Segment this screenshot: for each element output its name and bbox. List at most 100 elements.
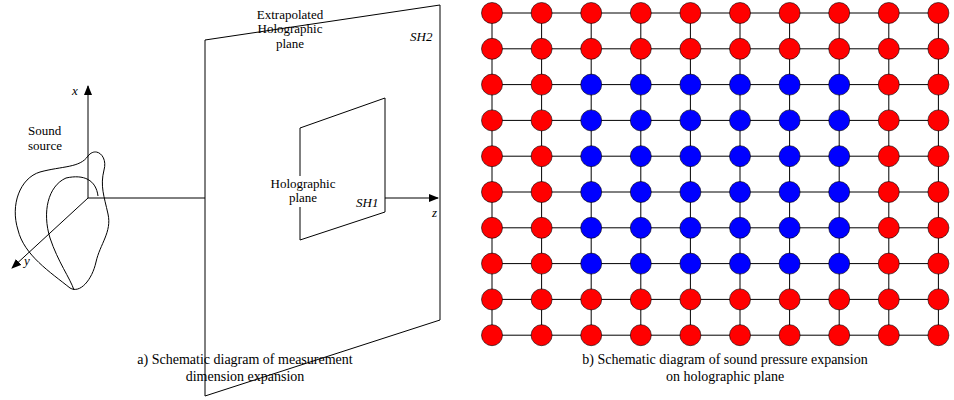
grid-line: [591, 13, 592, 335]
extrapolated-point: [878, 3, 899, 24]
measured-point: [630, 253, 651, 274]
extrapolated-point: [482, 289, 503, 310]
extrapolated-point: [928, 74, 949, 95]
extrapolated-point: [730, 325, 751, 346]
extrapolated-point: [878, 146, 899, 167]
grid-line: [888, 13, 889, 335]
extrapolated-point: [878, 217, 899, 238]
measured-point: [829, 74, 850, 95]
measured-point: [630, 146, 651, 167]
measured-point: [581, 146, 602, 167]
measured-point: [730, 253, 751, 274]
measured-point: [680, 146, 701, 167]
grid-line: [640, 13, 641, 335]
extrapolated-point: [531, 289, 552, 310]
extrapolated-point: [779, 3, 800, 24]
caption: a) Schematic diagram of measurement dime…: [110, 352, 380, 386]
measured-point: [829, 182, 850, 203]
extrapolated-point: [878, 74, 899, 95]
extrapolated-point: [581, 38, 602, 59]
grid-line: [492, 120, 938, 121]
extrapolated-point: [878, 253, 899, 274]
measured-point: [581, 74, 602, 95]
extrapolated-point: [581, 289, 602, 310]
plane-outline: [300, 98, 386, 241]
extrapolated-point: [680, 289, 701, 310]
plane-label: Extrapolated Holographic plane: [250, 8, 330, 51]
extrapolated-point: [531, 253, 552, 274]
extrapolated-point: [482, 253, 503, 274]
measured-point: [581, 182, 602, 203]
extrapolated-point: [730, 3, 751, 24]
measured-point: [779, 217, 800, 238]
extrapolated-point: [680, 3, 701, 24]
measured-point: [680, 110, 701, 131]
sound-source-contour: [47, 178, 74, 290]
grid-line: [690, 13, 691, 335]
measured-point: [630, 110, 651, 131]
grid-line: [492, 263, 938, 264]
extrapolated-point: [878, 110, 899, 131]
extrapolated-point: [779, 38, 800, 59]
grid-line: [789, 13, 790, 335]
grid-line: [492, 227, 938, 228]
extrapolated-point: [829, 38, 850, 59]
x-axis: [88, 86, 89, 198]
extrapolated-point: [928, 325, 949, 346]
extrapolated-point: [928, 3, 949, 24]
measured-point: [680, 182, 701, 203]
extrapolated-point: [531, 182, 552, 203]
extrapolated-point: [928, 110, 949, 131]
measured-point: [630, 217, 651, 238]
grid-line: [492, 13, 938, 14]
grid-line: [492, 13, 493, 335]
extrapolated-point: [829, 325, 850, 346]
measured-point: [829, 217, 850, 238]
extrapolated-point: [829, 3, 850, 24]
measured-point: [829, 253, 850, 274]
extrapolated-point: [928, 38, 949, 59]
extrapolated-point: [531, 38, 552, 59]
extrapolated-point: [531, 110, 552, 131]
measured-point: [730, 217, 751, 238]
measured-point: [779, 110, 800, 131]
extrapolated-point: [928, 146, 949, 167]
measured-point: [630, 74, 651, 95]
measured-point: [581, 110, 602, 131]
measured-point: [581, 217, 602, 238]
extrapolated-point: [531, 74, 552, 95]
measured-point: [730, 74, 751, 95]
extrapolated-point: [829, 289, 850, 310]
plane-symbol: SH1: [356, 196, 384, 210]
extrapolated-point: [878, 182, 899, 203]
grid-line: [492, 192, 938, 193]
plane-symbol: SH2: [410, 30, 438, 44]
grid-line: [492, 335, 938, 336]
extrapolated-point: [680, 38, 701, 59]
caption: b) Schematic diagram of sound pressure e…: [580, 352, 870, 386]
axis-label: x: [72, 84, 86, 99]
extrapolated-point: [531, 146, 552, 167]
measured-point: [829, 110, 850, 131]
extrapolated-point: [779, 289, 800, 310]
extrapolated-point: [531, 217, 552, 238]
extrapolated-point: [581, 3, 602, 24]
extrapolated-point: [630, 3, 651, 24]
extrapolated-point: [630, 289, 651, 310]
extrapolated-point: [928, 253, 949, 274]
holographic-plane: Holographic planeSH1: [300, 98, 386, 241]
grid-line: [541, 13, 542, 335]
sound-source-outline: [15, 152, 109, 289]
grid-line: [492, 48, 938, 49]
extrapolated-point: [630, 38, 651, 59]
extrapolated-point: [482, 110, 503, 131]
measurement-grid: [482, 3, 949, 346]
measured-point: [829, 146, 850, 167]
axis-label: z: [432, 206, 446, 221]
plane-outline: [300, 98, 385, 240]
grid-line: [740, 13, 741, 335]
extrapolated-point: [482, 146, 503, 167]
measured-point: [779, 253, 800, 274]
